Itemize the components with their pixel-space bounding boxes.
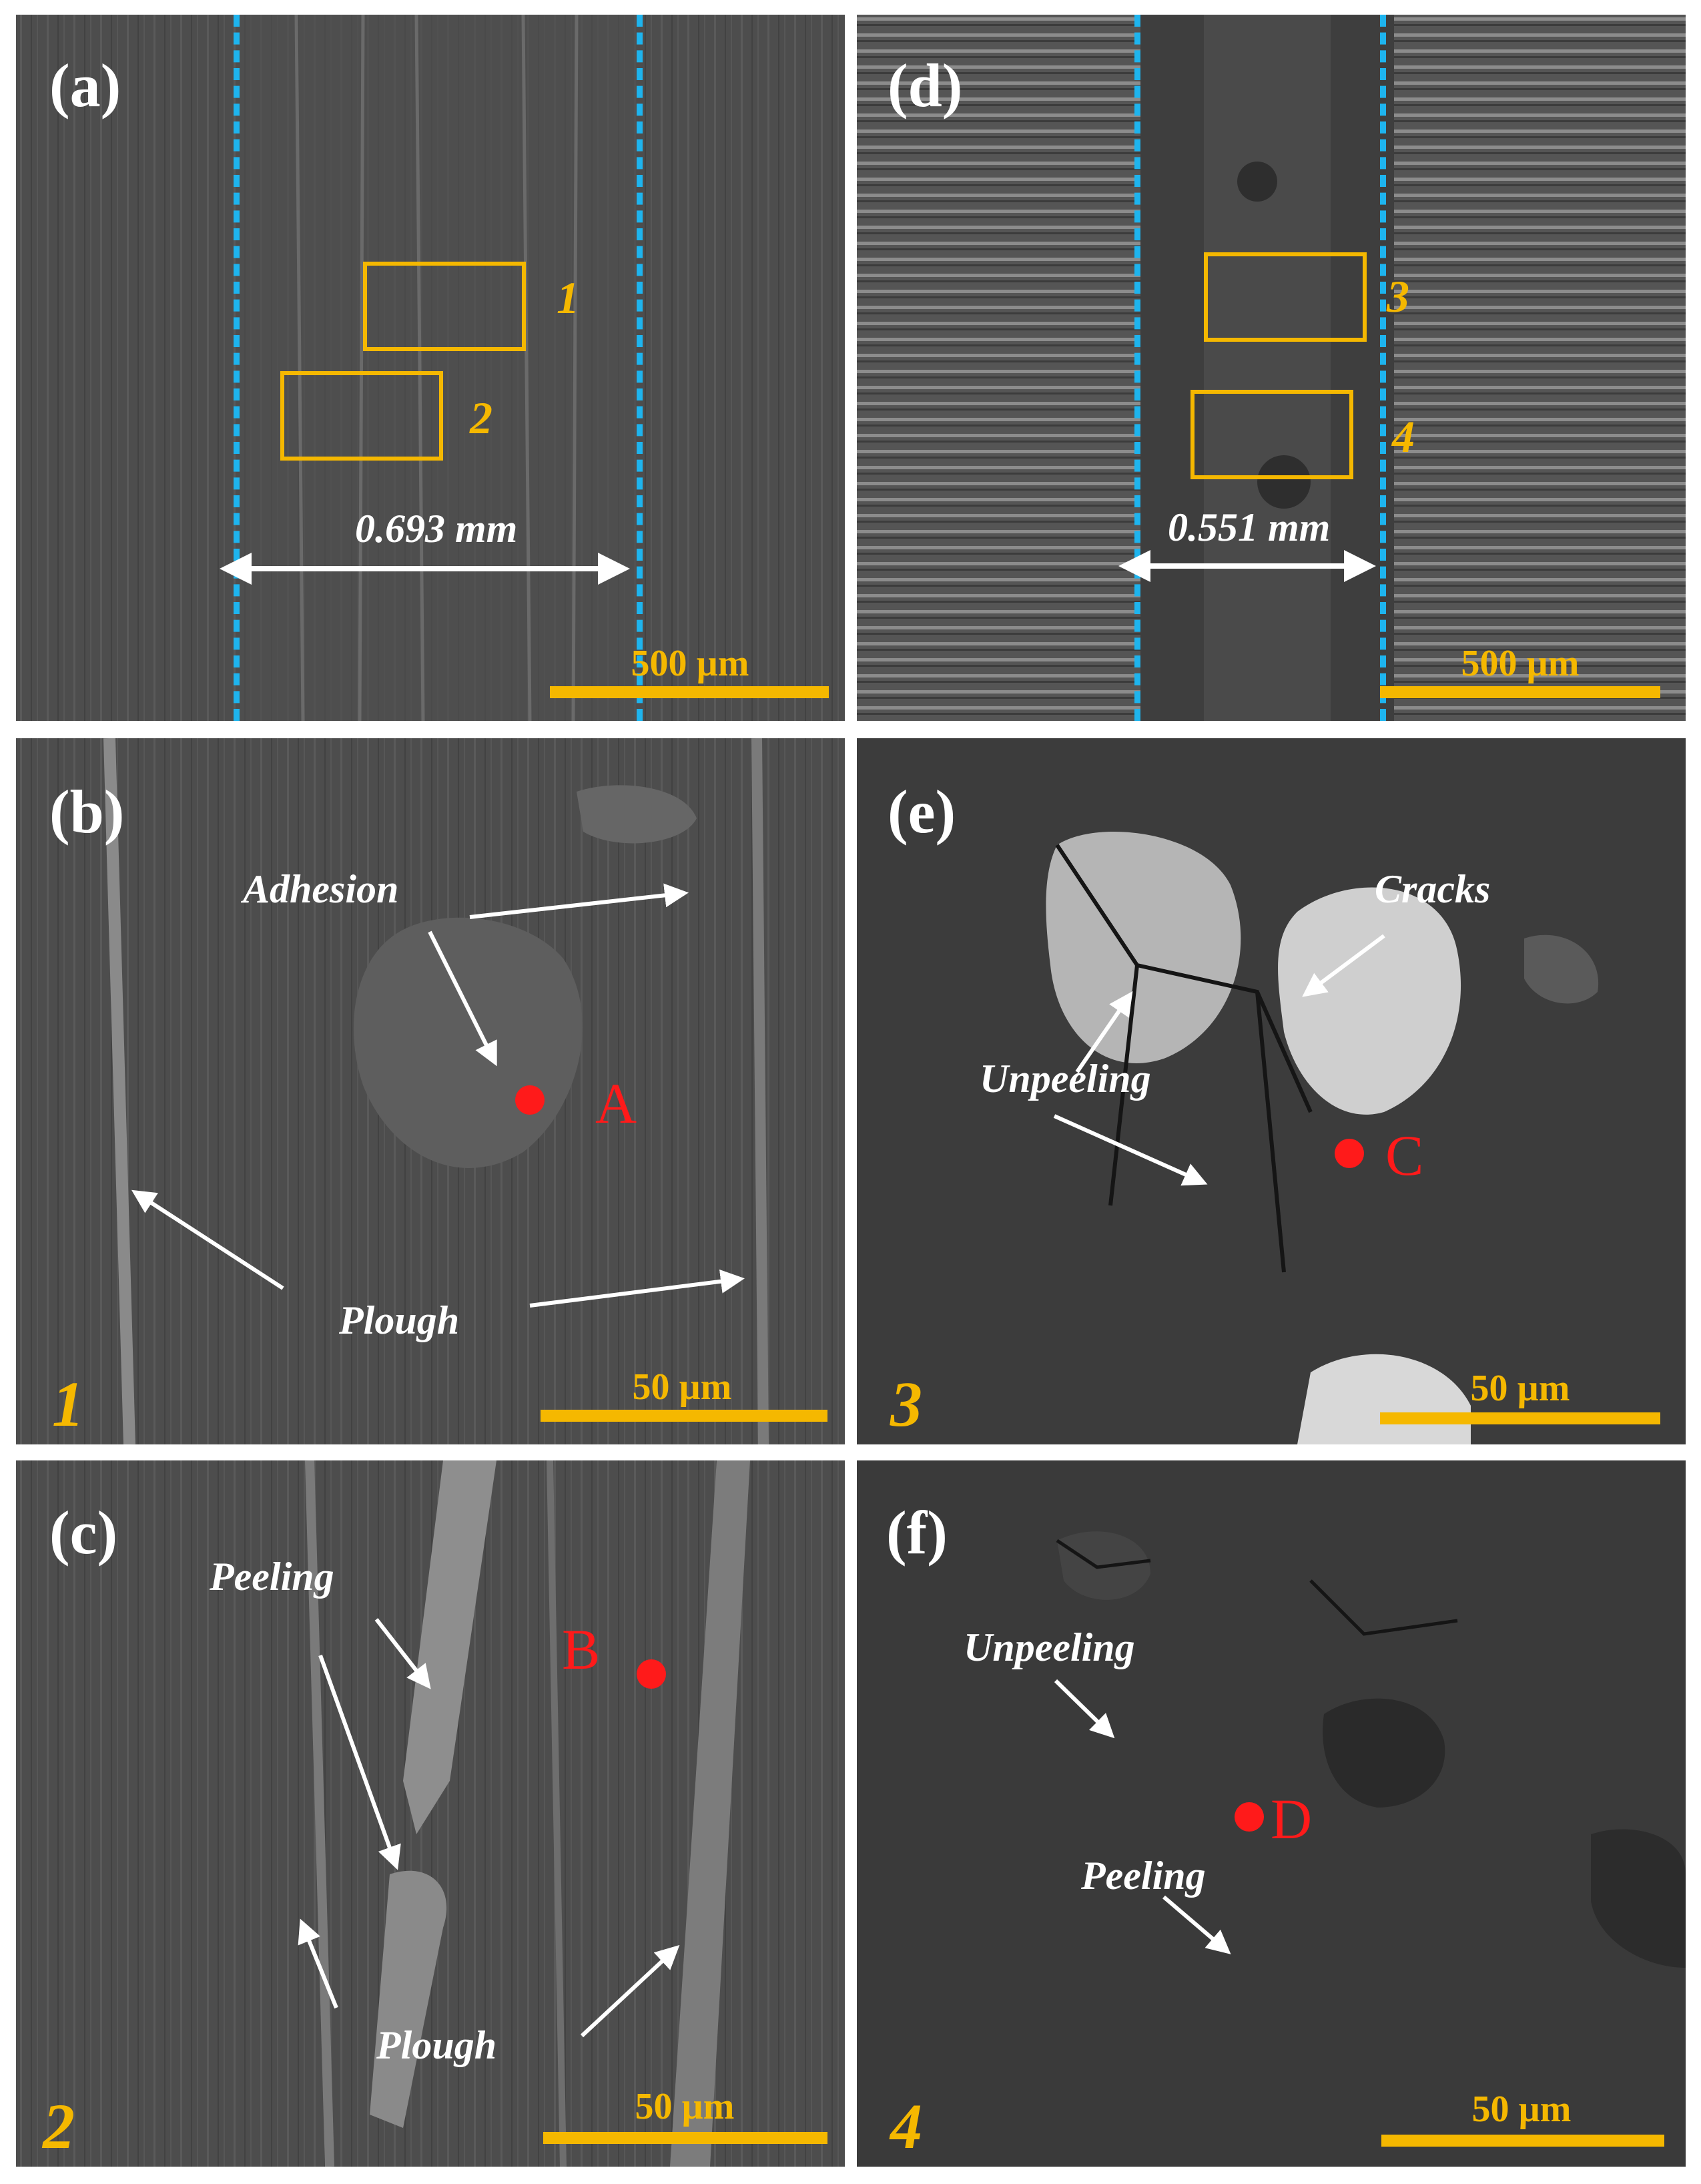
- region-box-2-label: 2: [470, 392, 492, 443]
- sem-image-c: [16, 1460, 845, 2167]
- panel-label: (f): [886, 1498, 948, 1567]
- region-box-1-label: 1: [557, 272, 579, 323]
- region-box-2: [280, 371, 443, 461]
- scale-bar: [1380, 686, 1660, 698]
- peeling-label: Peeling: [1081, 1854, 1206, 1898]
- point-d-label: D: [1271, 1787, 1313, 1851]
- sem-image-d: [857, 15, 1686, 721]
- adhesion-label: Adhesion: [243, 867, 399, 911]
- scale-bar-label: 50 µm: [635, 2086, 735, 2127]
- sem-image-f: [857, 1460, 1686, 2167]
- region-box-1: [363, 262, 526, 351]
- panel-label: (e): [888, 778, 956, 846]
- scale-bar-label: 50 µm: [632, 1366, 732, 1408]
- point-a-label: A: [595, 1071, 637, 1135]
- cracks-label: Cracks: [1375, 867, 1491, 911]
- unpeeling-label: Unpeeling: [980, 1057, 1151, 1101]
- scale-bar-label: 500 µm: [1461, 643, 1580, 684]
- track-width-label: 0.693 mm: [355, 507, 518, 551]
- scale-bar-label: 500 µm: [631, 643, 749, 684]
- wear-track-right-edge: [1380, 15, 1386, 721]
- region-box-3: [1204, 252, 1367, 342]
- annotation-arrows: [1054, 1679, 1231, 1954]
- point-a-marker: [515, 1085, 545, 1115]
- track-width-label: 0.551 mm: [1168, 505, 1331, 549]
- plough-label: Plough: [339, 1298, 460, 1342]
- annotation-arrows: [1053, 934, 1385, 1186]
- panel-label: (c): [49, 1498, 118, 1567]
- panel-b: Adhesion Plough A 50 µm (b) 1: [16, 738, 845, 1444]
- wear-track-left-edge: [234, 15, 240, 721]
- scale-bar: [543, 2132, 827, 2144]
- panel-label: (d): [888, 51, 963, 119]
- region-number: 4: [890, 2091, 922, 2162]
- peeling-label: Peeling: [210, 1555, 334, 1599]
- point-c-marker: [1335, 1139, 1364, 1168]
- region-number: 2: [43, 2091, 75, 2162]
- region-number: 1: [52, 1368, 84, 1440]
- track-width-arrow: [1118, 550, 1376, 582]
- wear-track-right-edge: [637, 15, 643, 721]
- scale-bar: [541, 1410, 827, 1422]
- scale-bar: [1381, 2135, 1664, 2147]
- plough-label: Plough: [376, 2023, 497, 2067]
- point-c-label: C: [1385, 1123, 1424, 1187]
- sem-image-e: [857, 738, 1686, 1444]
- annotation-arrows: [298, 1618, 680, 2038]
- panel-d: 3 4 0.551 mm 500 µm (d): [857, 15, 1686, 721]
- region-box-4-label: 4: [1392, 411, 1415, 462]
- point-b-label: B: [562, 1617, 601, 1681]
- scale-bar: [1380, 1412, 1660, 1424]
- unpeeling-label: Unpeeling: [964, 1625, 1135, 1669]
- panel-label: (b): [49, 778, 125, 846]
- region-box-4: [1190, 390, 1353, 479]
- point-d-marker: [1235, 1802, 1264, 1832]
- scale-bar: [550, 686, 829, 698]
- sem-image-a: [16, 15, 845, 721]
- panel-c: Peeling Plough B 50 µm (c) 2: [16, 1460, 845, 2167]
- sem-image-b: [16, 738, 845, 1444]
- panel-f: Unpeeling Peeling D 50 µm (f) 4: [857, 1460, 1686, 2167]
- point-b-marker: [637, 1659, 666, 1689]
- region-box-3-label: 3: [1387, 271, 1409, 322]
- track-width-arrow: [220, 553, 630, 585]
- panel-a: 1 2 0.693 mm 500 µm (a): [16, 15, 845, 721]
- region-number: 3: [890, 1368, 922, 1440]
- scale-bar-label: 50 µm: [1470, 1368, 1570, 1409]
- wear-track-left-edge: [1134, 15, 1140, 721]
- panel-label: (a): [49, 51, 121, 119]
- panel-e: Cracks Unpeeling C 50 µm (e) 3: [857, 738, 1686, 1444]
- annotation-arrows: [131, 883, 745, 1308]
- scale-bar-label: 50 µm: [1471, 2089, 1572, 2130]
